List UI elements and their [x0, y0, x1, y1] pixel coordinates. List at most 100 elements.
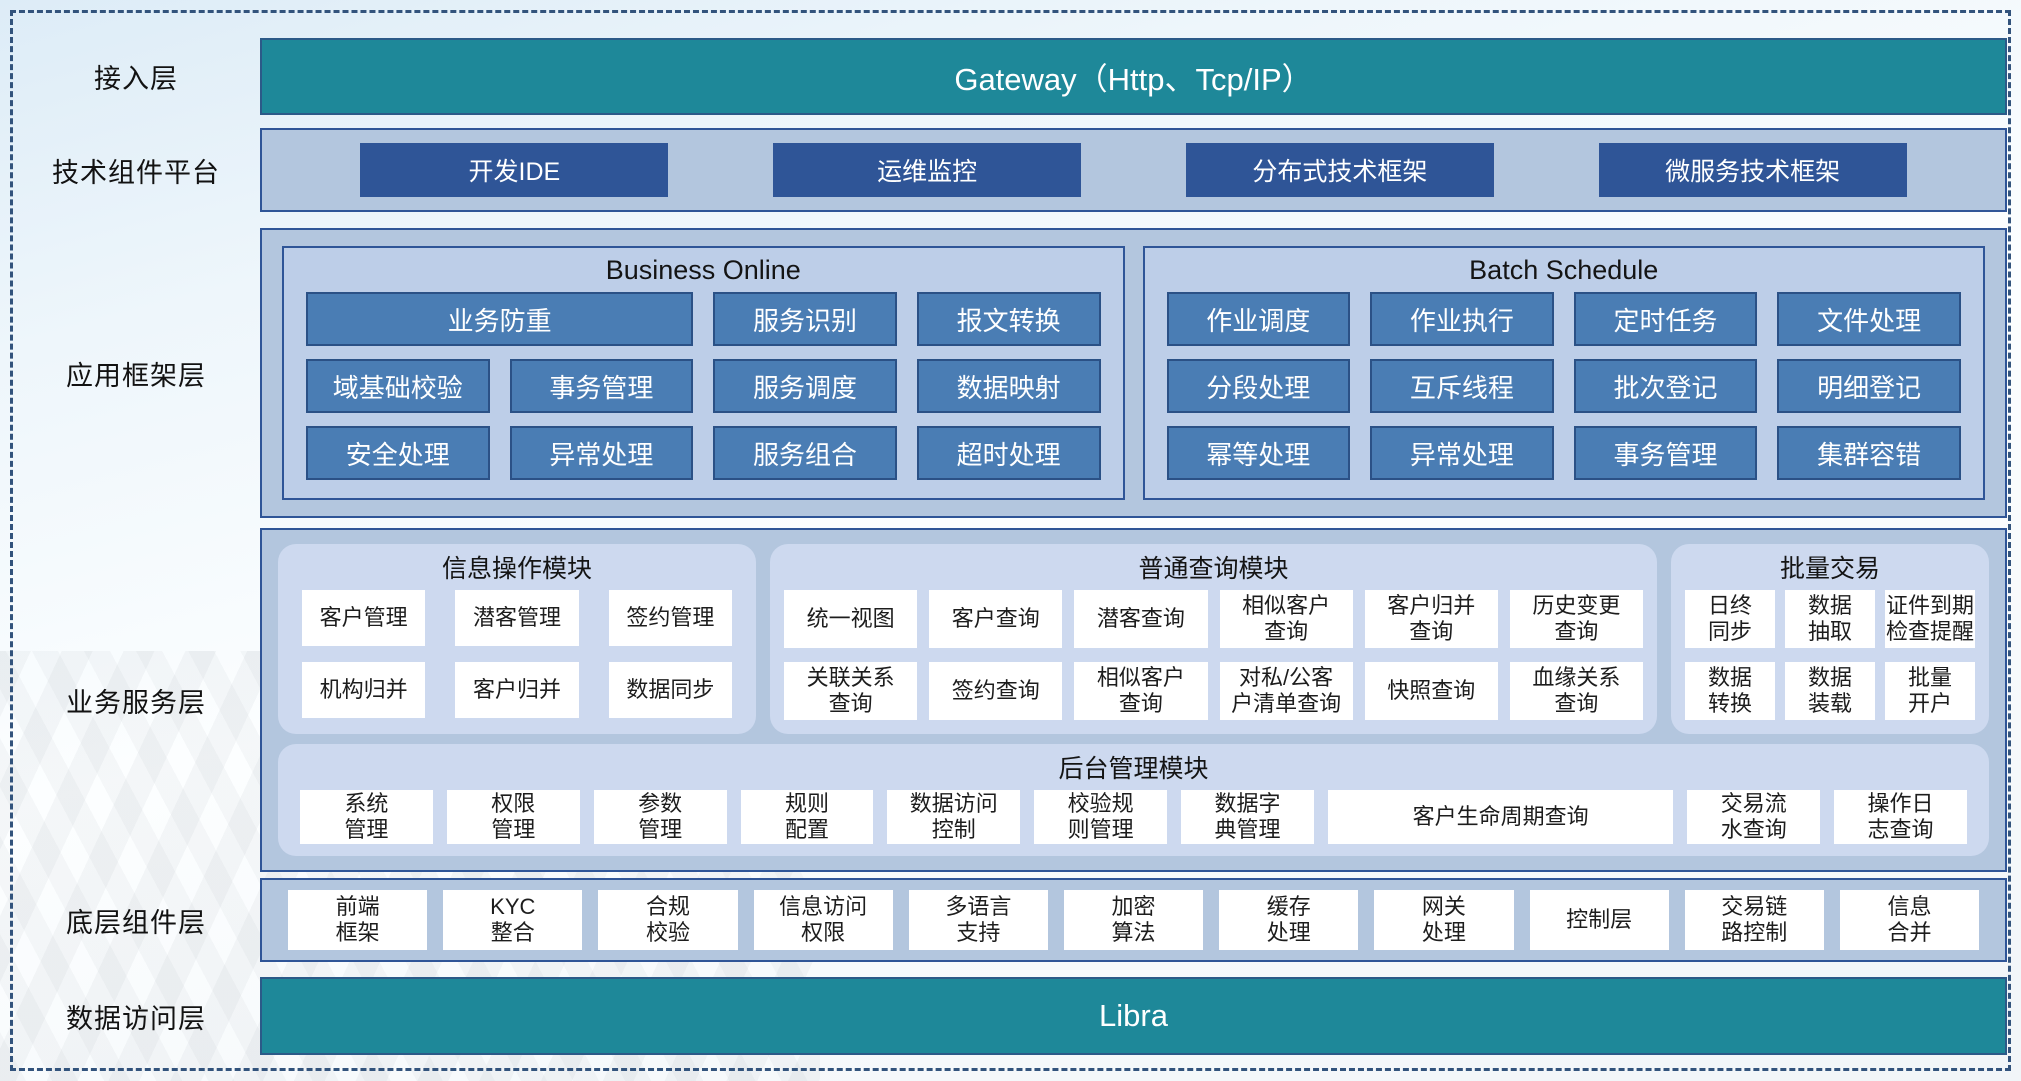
- module-title: 批量交易: [1779, 555, 1880, 583]
- architecture-diagram: 接入层 Gateway（Http、Tcp/IP） 技术组件平台 开发IDE 运维…: [12, 12, 2007, 1055]
- info-ops-grid: 客户管理 潜客管理 签约管理 机构归并 客户归并 数据同步: [278, 590, 756, 734]
- module-button: 分段处理: [1166, 359, 1351, 413]
- module-button: 参数 管理: [593, 790, 727, 844]
- tech-platform-label: 技术组件平台: [52, 157, 220, 188]
- module-button: 统一视图: [784, 590, 918, 648]
- data-access-label: 数据访问层: [66, 1003, 206, 1034]
- module-button: 规则 配置: [740, 790, 874, 844]
- batch-trade-module: 批量交易 日终 同步 数据 抽取 证件到期 检查提醒 数据 转换 数据 装载 批…: [1671, 544, 1989, 734]
- module-button: 加密 算法: [1063, 890, 1204, 950]
- business-service-panel: 信息操作模块 客户管理 潜客管理 签约管理 机构归并 客户归并 数据同步 普通查…: [260, 528, 2007, 872]
- module-button: 超时处理: [916, 426, 1101, 480]
- module-button: 客户生命周期查询: [1327, 790, 1674, 844]
- module-button: 文件处理: [1777, 292, 1961, 346]
- module-button: KYC 整合: [443, 890, 583, 950]
- module-button: 校验规 则管理: [1034, 790, 1168, 844]
- info-ops-module: 信息操作模块 客户管理 潜客管理 签约管理 机构归并 客户归并 数据同步: [278, 544, 756, 734]
- module-button: 客户管理: [302, 590, 426, 646]
- module-button: 异常处理: [509, 426, 694, 480]
- module-button: 微服务技术框架: [1598, 143, 1907, 197]
- module-button: 网关 处理: [1374, 890, 1514, 950]
- module-button: 血缘关系 查询: [1509, 662, 1643, 720]
- module-button: 交易流 水查询: [1687, 790, 1821, 844]
- module-button: 数据 装载: [1785, 662, 1875, 720]
- module-button: 数据访问 控制: [887, 790, 1021, 844]
- business-online-group: Business Online 业务防重 服务识别 报文转换 域基础校验 事务管…: [282, 246, 1125, 500]
- libra-banner: Libra: [260, 977, 2007, 1055]
- module-button: 定时任务: [1573, 292, 1758, 346]
- app-framework-label: 应用框架层: [66, 360, 206, 391]
- backend-mgmt-module: 后台管理模块 系统 管理 权限 管理 参数 管理 规则 配置 数据访问 控制 校…: [278, 744, 1989, 856]
- module-button: 事务管理: [509, 359, 694, 413]
- module-title: 普通查询模块: [1138, 555, 1289, 583]
- module-title: 后台管理模块: [1058, 755, 1209, 783]
- module-button: 快照查询: [1364, 662, 1498, 720]
- access-layer-row: 接入层 Gateway（Http、Tcp/IP）: [12, 38, 2007, 115]
- module-button: 批次登记: [1573, 359, 1758, 413]
- app-framework-panel: Business Online 业务防重 服务识别 报文转换 域基础校验 事务管…: [260, 228, 2007, 518]
- module-button: 机构归并: [302, 662, 426, 718]
- module-button: 潜客查询: [1074, 590, 1208, 648]
- module-button: 异常处理: [1370, 426, 1554, 480]
- module-button: 运维监控: [773, 143, 1082, 197]
- tech-platform-panel: 开发IDE 运维监控 分布式技术框架 微服务技术框架: [260, 128, 2007, 212]
- base-components-row: 底层组件层 前端 框架 KYC 整合 合规 校验 信息访问 权限 多语言 支持 …: [12, 878, 2007, 962]
- module-button: 前端 框架: [288, 890, 428, 950]
- access-layer-label: 接入层: [94, 64, 178, 94]
- module-button: 报文转换: [916, 292, 1101, 346]
- module-button: 历史变更 查询: [1509, 590, 1643, 648]
- module-button: 集群容错: [1777, 426, 1961, 480]
- module-button: 客户查询: [929, 590, 1063, 648]
- gateway-banner: Gateway（Http、Tcp/IP）: [260, 38, 2007, 115]
- module-button: 作业执行: [1370, 292, 1554, 346]
- module-button: 缓存 处理: [1219, 890, 1359, 950]
- module-button: 证件到期 检查提醒: [1885, 590, 1975, 648]
- module-button: 信息访问 权限: [753, 890, 893, 950]
- module-button: 域基础校验: [306, 359, 490, 413]
- module-button: 签约管理: [608, 590, 732, 646]
- module-button: 日终 同步: [1685, 590, 1775, 648]
- module-button: 服务调度: [713, 359, 897, 413]
- module-button: 对私/公客 户清单查询: [1219, 662, 1353, 720]
- module-button: 签约查询: [929, 662, 1063, 720]
- batch-schedule-grid: 作业调度 作业执行 定时任务 文件处理 分段处理 互斥线程 批次登记 明细登记 …: [1145, 292, 1984, 498]
- module-title: 信息操作模块: [441, 555, 592, 583]
- base-components-label: 底层组件层: [66, 907, 206, 938]
- module-button: 安全处理: [306, 426, 490, 480]
- backend-mgmt-grid: 系统 管理 权限 管理 参数 管理 规则 配置 数据访问 控制 校验规 则管理 …: [278, 790, 1989, 856]
- app-framework-row: 应用框架层 Business Online 业务防重 服务识别 报文转换 域基础…: [12, 228, 2007, 518]
- module-button: 明细登记: [1777, 359, 1961, 413]
- module-button: 数据 抽取: [1785, 590, 1875, 648]
- module-button: 信息 合并: [1839, 890, 1980, 950]
- module-button: 系统 管理: [300, 790, 433, 844]
- module-button: 数据同步: [608, 662, 732, 718]
- module-button: 业务防重: [306, 292, 694, 346]
- module-button: 多语言 支持: [908, 890, 1048, 950]
- batch-schedule-group: Batch Schedule 作业调度 作业执行 定时任务 文件处理 分段处理 …: [1142, 246, 1985, 500]
- module-button: 客户归并 查询: [1364, 590, 1498, 648]
- module-button: 数据映射: [916, 359, 1101, 413]
- module-button: 客户归并: [455, 662, 579, 718]
- query-grid: 统一视图 客户查询 潜客查询 相似客户 查询 客户归并 查询 历史变更 查询 关…: [770, 590, 1657, 734]
- business-online-grid: 业务防重 服务识别 报文转换 域基础校验 事务管理 服务调度 数据映射 安全处理…: [284, 292, 1123, 498]
- tech-platform-row: 技术组件平台 开发IDE 运维监控 分布式技术框架 微服务技术框架: [12, 128, 2007, 212]
- module-button: 互斥线程: [1370, 359, 1554, 413]
- module-button: 合规 校验: [598, 890, 738, 950]
- module-button: 开发IDE: [360, 143, 669, 197]
- module-button: 操作日 志查询: [1834, 790, 1967, 844]
- module-button: 潜客管理: [455, 590, 579, 646]
- module-button: 幂等处理: [1166, 426, 1351, 480]
- module-button: 关联关系 查询: [784, 662, 918, 720]
- data-access-row: 数据访问层 Libra: [12, 977, 2007, 1055]
- service-top-row: 信息操作模块 客户管理 潜客管理 签约管理 机构归并 客户归并 数据同步 普通查…: [278, 544, 1989, 734]
- module-button: 事务管理: [1573, 426, 1758, 480]
- module-button: 权限 管理: [446, 790, 580, 844]
- module-button: 相似客户 查询: [1219, 590, 1353, 648]
- base-components-panel: 前端 框架 KYC 整合 合规 校验 信息访问 权限 多语言 支持 加密 算法 …: [260, 878, 2007, 962]
- group-title: Batch Schedule: [1469, 254, 1659, 285]
- module-button: 服务组合: [713, 426, 897, 480]
- group-title: Business Online: [605, 254, 801, 285]
- module-button: 数据 转换: [1685, 662, 1775, 720]
- query-module: 普通查询模块 统一视图 客户查询 潜客查询 相似客户 查询 客户归并 查询 历史…: [770, 544, 1657, 734]
- module-button: 控制层: [1529, 890, 1669, 950]
